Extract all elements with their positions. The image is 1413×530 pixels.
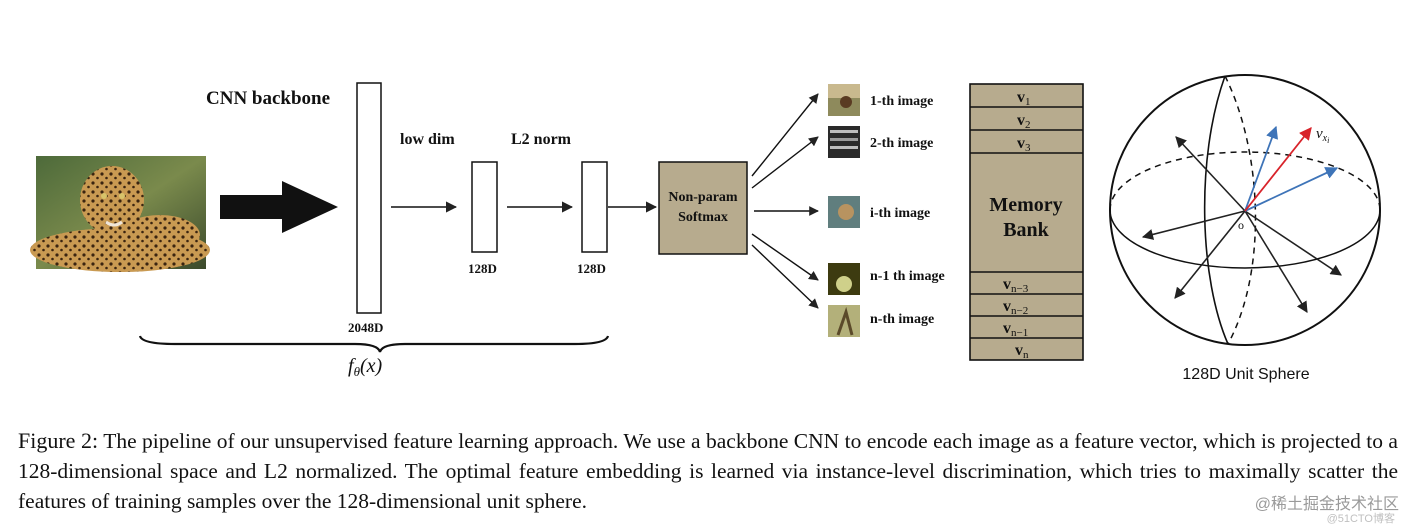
memory-bank <box>969 83 1084 361</box>
image-label-2: 2-th image <box>870 136 933 151</box>
feature-128d-box-2 <box>581 161 608 253</box>
sphere-vector-label: vxi <box>1316 126 1329 145</box>
fanout-arrows <box>751 93 819 309</box>
sphere-origin-label: o <box>1238 218 1244 232</box>
sphere-vectors <box>1141 125 1342 313</box>
big-arrow-icon <box>220 181 338 233</box>
image-label-1: 1-th image <box>870 94 933 109</box>
watermark: @稀土掘金技术社区 <box>1254 496 1399 513</box>
figure-caption: Figure 2: The pipeline of our unsupervis… <box>18 426 1398 516</box>
unit-sphere <box>1109 74 1381 346</box>
cnn-backbone-label: CNN backbone <box>206 88 330 109</box>
memory-slot-v1: v1 <box>1017 89 1031 108</box>
caption-text: The pipeline of our unsupervised feature… <box>18 429 1398 513</box>
memory-slot-vn-1: vn−1 <box>1003 320 1028 339</box>
low-dim-label: low dim <box>400 131 455 148</box>
memory-slot-v3: v3 <box>1017 135 1031 154</box>
pipeline-diagram-svg: CNN backbone 2048D low dim 128D L2 norm … <box>30 74 1381 383</box>
l2-norm-label: L2 norm <box>511 131 572 148</box>
watermark-sub: @51CTO博客 <box>1326 513 1395 525</box>
dim-128d-label-2: 128D <box>577 261 606 276</box>
memory-bank-label-line1: Memory <box>989 194 1062 216</box>
memory-slot-v2: v2 <box>1017 112 1031 131</box>
image-label-n-1: n-1 th image <box>870 269 945 284</box>
feature-128d-box-1 <box>471 161 498 253</box>
caption-label: Figure 2: <box>18 428 99 453</box>
thumbnail-1 <box>828 84 860 116</box>
softmax-label-line2: Softmax <box>678 210 728 225</box>
memory-slot-vn-3: vn−3 <box>1003 276 1029 295</box>
thumbnail-2 <box>828 126 860 158</box>
memory-slot-vn: vn <box>1015 342 1029 361</box>
feature-2048d-box <box>356 82 382 314</box>
input-image-leopard <box>30 156 210 272</box>
thumbnail-n <box>828 305 860 337</box>
f-theta-x-label: fθ(x) <box>348 355 382 379</box>
dim-128d-label-1: 128D <box>468 261 497 276</box>
memory-slot-vn-2: vn−2 <box>1003 298 1028 317</box>
non-param-softmax-box <box>658 161 748 255</box>
curly-brace <box>138 335 610 353</box>
image-label-n: n-th image <box>870 312 934 327</box>
memory-bank-label-line2: Bank <box>1003 219 1049 241</box>
sphere-caption-label: 128D Unit Sphere <box>1182 366 1309 383</box>
softmax-label-line1: Non-param <box>668 190 738 205</box>
thumbnail-i <box>828 196 860 228</box>
thumbnail-n-1 <box>828 263 860 295</box>
image-label-i: i-th image <box>870 206 930 221</box>
dim-2048d-label: 2048D <box>348 320 383 335</box>
